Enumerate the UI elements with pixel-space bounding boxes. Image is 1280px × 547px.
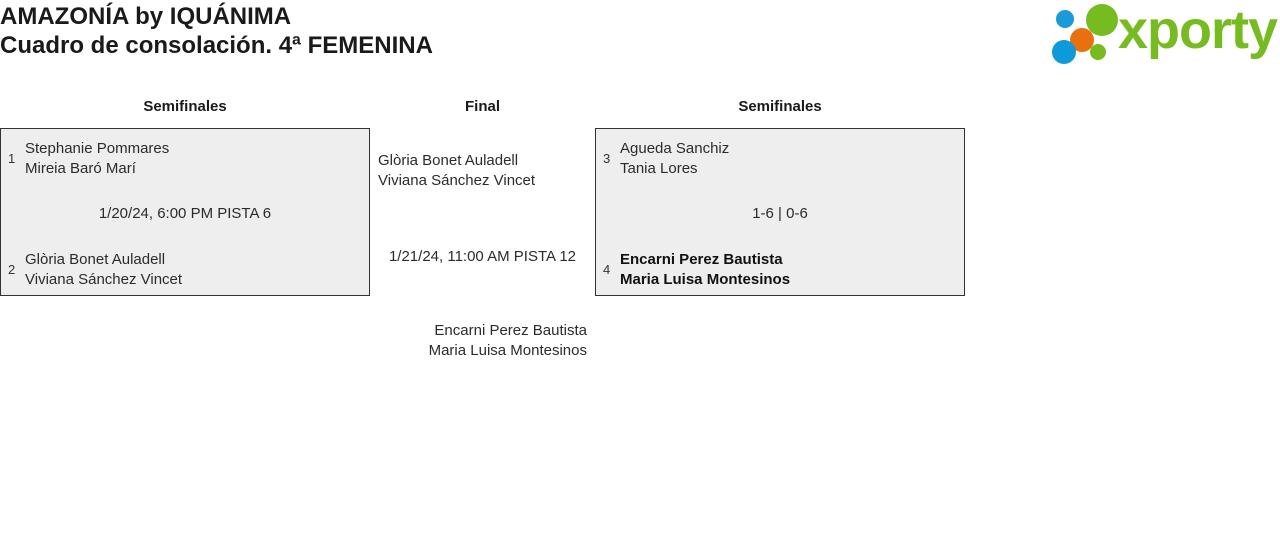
- xporty-logo[interactable]: xporty: [1048, 0, 1278, 64]
- match-semifinal-right[interactable]: 3 Agueda Sanchiz Tania Lores 1-6 | 0-6 4…: [595, 128, 965, 296]
- logo-dot-blue-small-icon: [1056, 10, 1074, 28]
- team-names: Glòria Bonet Auladell Viviana Sánchez Vi…: [25, 250, 182, 289]
- final-schedule-info: 1/21/24, 11:00 AM PISTA 12: [388, 248, 577, 265]
- final-team-top[interactable]: Glòria Bonet Auladell Viviana Sánchez Vi…: [378, 151, 535, 190]
- player-name-1: Agueda Sanchiz: [620, 140, 730, 157]
- match-schedule-info: 1/20/24, 6:00 PM PISTA 6: [98, 205, 272, 222]
- match-team-seed-2[interactable]: 2 Glòria Bonet Auladell Viviana Sánchez …: [8, 250, 182, 289]
- player-name-1: Encarni Perez Bautista: [434, 322, 587, 339]
- player-name-1: Glòria Bonet Auladell: [378, 152, 519, 169]
- title-line-1: AMAZONÍA by IQUÁNIMA: [0, 3, 292, 30]
- player-name-2: Maria Luisa Montesinos: [620, 270, 791, 288]
- seed-number: 3: [603, 151, 611, 166]
- player-name-2: Viviana Sánchez Vincet: [378, 171, 536, 189]
- round-header-final: Final: [464, 98, 500, 115]
- page-header: AMAZONÍA by IQUÁNIMA Cuadro de consolaci…: [0, 0, 1280, 90]
- page-title: AMAZONÍA by IQUÁNIMA Cuadro de consolaci…: [0, 2, 900, 60]
- logo-dot-green-small-icon: [1090, 44, 1106, 60]
- seed-number: 4: [603, 262, 611, 277]
- player-name-2: Mireia Baró Marí: [25, 159, 136, 177]
- match-team-seed-1[interactable]: 1 Stephanie Pommares Mireia Baró Marí: [8, 139, 169, 178]
- round-header-semifinals-left: Semifinales: [143, 98, 227, 115]
- match-team-seed-3[interactable]: 3 Agueda Sanchiz Tania Lores: [603, 139, 729, 178]
- team-names: Stephanie Pommares Mireia Baró Marí: [25, 139, 169, 178]
- logo-dots-icon: [1048, 2, 1126, 64]
- seed-number: 2: [8, 262, 16, 277]
- logo-dot-blue-large-icon: [1052, 40, 1076, 64]
- team-names: Agueda Sanchiz Tania Lores: [620, 139, 729, 178]
- player-name-2: Maria Luisa Montesinos: [428, 341, 587, 359]
- match-semifinal-left[interactable]: 1 Stephanie Pommares Mireia Baró Marí 1/…: [0, 128, 370, 296]
- player-name-1: Encarni Perez Bautista: [620, 251, 783, 268]
- match-team-seed-4[interactable]: 4 Encarni Perez Bautista Maria Luisa Mon…: [603, 250, 790, 289]
- team-names: Encarni Perez Bautista Maria Luisa Monte…: [620, 250, 790, 289]
- player-name-1: Glòria Bonet Auladell: [25, 251, 166, 268]
- seed-number: 1: [8, 151, 16, 166]
- title-line-2: Cuadro de consolación. 4ª FEMENINA: [0, 32, 433, 59]
- player-name-2: Viviana Sánchez Vincet: [25, 270, 183, 288]
- player-name-2: Tania Lores: [620, 159, 698, 177]
- match-final[interactable]: Glòria Bonet Auladell Viviana Sánchez Vi…: [370, 128, 595, 368]
- match-score: 1-6 | 0-6: [752, 205, 808, 222]
- round-header-semifinals-right: Semifinales: [738, 98, 822, 115]
- player-name-1: Stephanie Pommares: [25, 140, 170, 157]
- logo-dot-green-large-icon: [1086, 4, 1118, 36]
- logo-wordmark: xporty: [1118, 0, 1278, 60]
- final-team-bottom[interactable]: Encarni Perez Bautista Maria Luisa Monte…: [429, 321, 587, 360]
